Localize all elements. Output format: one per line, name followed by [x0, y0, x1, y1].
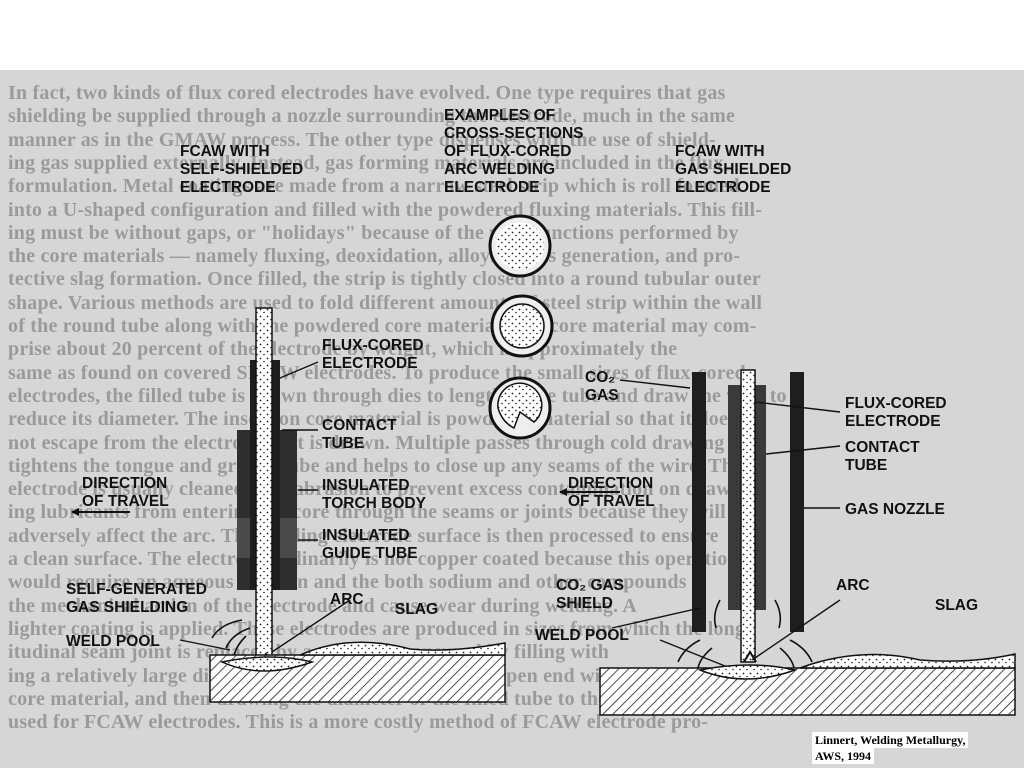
leader-line	[619, 379, 691, 389]
right-arc-label: ARC	[836, 577, 870, 594]
left-weld-pool	[219, 656, 315, 672]
background-text-content: formulation. Metal coatings are made fro…	[8, 175, 740, 198]
leader-line	[279, 361, 319, 379]
background-text-line: used for FCAW electrodes. This is a more…	[0, 711, 1024, 733]
right-flux-cored-electrode	[740, 369, 756, 663]
right-slag-label: SLAG	[935, 597, 978, 614]
background-text-line: tective slag formation. Once filled, the…	[0, 268, 1024, 290]
background-text-content: same as found on covered SMAW electrodes…	[8, 361, 746, 384]
co2-gas-label: CO₂ GAS	[585, 369, 619, 404]
background-text-line: adversely affect the arc. The welding el…	[0, 525, 1024, 547]
background-text-line: formulation. Metal coatings are made fro…	[0, 175, 1024, 197]
background-text-content: lighter coating is applied. These electr…	[8, 617, 753, 640]
background-text-content: ing gas supplied externally. Instead, ga…	[8, 151, 724, 174]
right-weld-pool	[697, 664, 798, 680]
right-flux-cored-label: FLUX-CORED ELECTRODE	[845, 395, 951, 430]
background-text-line: ing gas supplied externally. Instead, ga…	[0, 152, 1024, 174]
leader-line	[751, 599, 841, 661]
background-text-content: would require an aqueous solution and th…	[8, 571, 687, 594]
cross-section-2-core	[499, 303, 545, 349]
background-text-content: of the round tube along with the powdere…	[8, 315, 757, 337]
background-text-content: ing must be without gaps, or "holidays" …	[8, 221, 739, 244]
background-text-content: not escape from the electrode as it is d…	[8, 431, 725, 454]
background-text-line: shielding be supplied through a nozzle s…	[0, 105, 1024, 127]
background-text-content: tightens the tongue and groove tube and …	[8, 454, 743, 477]
background-text-line: ing lubricants from entering the core th…	[0, 501, 1024, 523]
co2-gas-shield-label: CO₂ GAS SHIELD	[556, 577, 628, 612]
flux-cored-electrode	[255, 307, 273, 665]
insulated-torch-body-label: INSULATED TORCH BODY	[322, 477, 427, 512]
background-text-content: reduce its diameter. The insertion core …	[8, 408, 737, 431]
gas-shielded-illustration	[559, 369, 1016, 716]
background-text-line: into a U-shaped configuration and filled…	[0, 199, 1024, 221]
background-text-content: ing lubricants from entering the core th…	[8, 501, 726, 524]
background-text-line: the core materials — namely fluxing, deo…	[0, 245, 1024, 267]
background-text-line: ing must be without gaps, or "holidays" …	[0, 222, 1024, 244]
self-generated-gas-swirl	[211, 619, 251, 657]
background-text-line: of the round tube along with the powdere…	[0, 315, 1024, 337]
background-text-line: the mechanical action of the electrode a…	[0, 595, 1024, 617]
cross-sections	[488, 214, 554, 440]
left-slag-layer	[299, 641, 506, 656]
co2-gas-swirl	[677, 599, 813, 669]
leader-line	[611, 607, 701, 629]
self-shielded-illustration	[71, 307, 506, 703]
left-flux-cored-label: FLUX-CORED ELECTRODE	[322, 337, 428, 372]
credit-line-2: AWS, 1994	[812, 748, 875, 764]
background-text-content: used for FCAW electrodes. This is a more…	[8, 711, 709, 734]
background-text-content: the mechanical action of the electrode a…	[8, 594, 637, 617]
background-text-line: not escape from the electrode as it is d…	[0, 432, 1024, 454]
gas-nozzle-right	[790, 372, 804, 632]
cross-section-3-core	[497, 382, 543, 430]
gas-nozzle-label: GAS NOZZLE	[845, 501, 945, 518]
background-text-content: electrode is usually cleaned with abrasi…	[8, 478, 738, 501]
leader-line	[765, 445, 841, 455]
leader-line	[754, 401, 841, 413]
cross-section-1-core	[496, 222, 544, 270]
left-title-label: FCAW WITH SELF-SHIELDED ELECTRODE	[180, 143, 307, 196]
left-direction-label: DIRECTION OF TRAVEL	[82, 475, 172, 510]
right-direction-label: DIRECTION OF TRAVEL	[568, 475, 658, 510]
right-weld-pool-label: WELD POOL	[535, 627, 629, 644]
background-text-content: electrodes, the filled tube is drawn thr…	[8, 384, 787, 407]
background-text-line: a clean surface. The electrode ordinaril…	[0, 548, 1024, 570]
center-title-label: EXAMPLES OF CROSS-SECTIONS OF FLUX-CORED…	[444, 107, 588, 196]
left-arc-label: ARC	[330, 591, 364, 608]
background-text-line: electrodes, the filled tube is drawn thr…	[0, 385, 1024, 407]
background-text-content: adversely affect the arc. The welding el…	[8, 524, 719, 547]
background-text-content: shape. Various methods are used to fold …	[8, 291, 763, 314]
background-text-content: shielding be supplied through a nozzle s…	[8, 105, 736, 128]
background-text-content: tective slag formation. Once filled, the…	[8, 268, 761, 291]
background-text-line: electrode is usually cleaned with abrasi…	[0, 478, 1024, 500]
background-text-line: reduce its diameter. The insertion core …	[0, 408, 1024, 430]
background-text-content: In fact, two kinds of flux cored electro…	[8, 82, 726, 104]
background-text-line: lighter coating is applied. These electr…	[0, 618, 1024, 640]
background-text-line: would require an aqueous solution and th…	[0, 571, 1024, 593]
right-title-label: FCAW WITH GAS SHIELDED ELECTRODE	[675, 143, 796, 196]
leader-line	[179, 639, 231, 651]
right-base-metal	[599, 667, 1016, 716]
credit-line-1: Linnert, Welding Metallurgy,	[812, 732, 969, 748]
background-text-line: same as found on covered SMAW electrodes…	[0, 362, 1024, 384]
left-contact-tube-label: CONTACT TUBE	[322, 417, 401, 452]
background-text-line: manner as in the GMAW process. The other…	[0, 129, 1024, 151]
background-text-line: tightens the tongue and groove tube and …	[0, 455, 1024, 477]
left-weld-pool-label: WELD POOL	[66, 633, 160, 650]
background-text-content: into a U-shaped configuration and filled…	[8, 198, 763, 221]
leader-line	[659, 639, 726, 667]
background-text-content: a clean surface. The electrode ordinaril…	[8, 548, 739, 570]
self-generated-gas-label: SELF-GENERATED GAS SHIELDING	[66, 581, 211, 616]
left-slag-label: SLAG	[395, 601, 438, 618]
background-text-content: manner as in the GMAW process. The other…	[8, 128, 716, 151]
background-text-line: In fact, two kinds of flux cored electro…	[0, 82, 1024, 104]
diagram-labels: FCAW WITH SELF-SHIELDED ELECTRODE EXAMPL…	[66, 107, 978, 650]
leader-line	[271, 599, 351, 653]
background-text-line: shape. Various methods are used to fold …	[0, 292, 1024, 314]
right-contact-tube-label: CONTACT TUBE	[845, 439, 924, 474]
background-text-content: the core materials — namely fluxing, deo…	[8, 245, 741, 268]
insulated-guide-tube-label: INSULATED GUIDE TUBE	[322, 527, 418, 562]
gas-nozzle-left	[692, 372, 706, 632]
right-slag-layer	[799, 653, 1016, 669]
